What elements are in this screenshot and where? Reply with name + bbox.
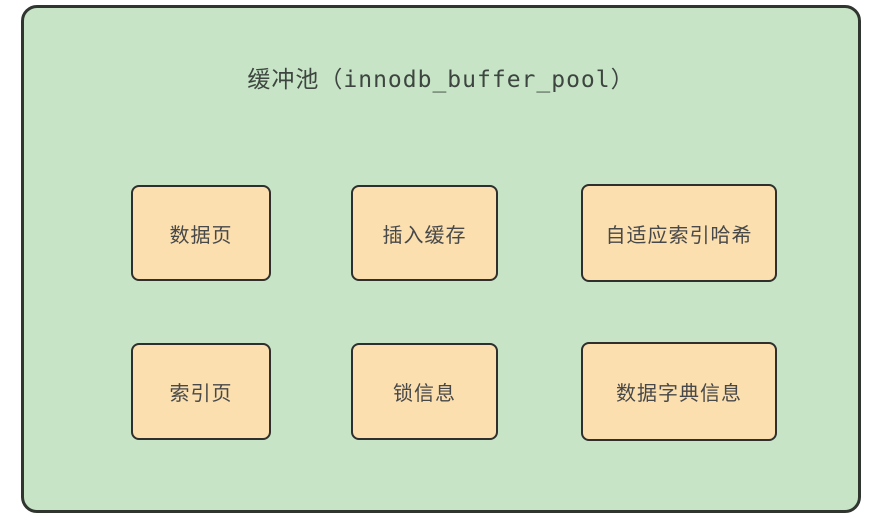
box-lock-info: 锁信息: [351, 343, 498, 440]
buffer-pool-container: 缓冲池（innodb_buffer_pool） 数据页 插入缓存 自适应索引哈希…: [21, 5, 861, 513]
box-index-page: 索引页: [131, 343, 271, 440]
box-data-dictionary-info: 数据字典信息: [581, 342, 777, 441]
buffer-pool-title: 缓冲池（innodb_buffer_pool）: [247, 67, 635, 93]
box-insert-buffer: 插入缓存: [351, 185, 498, 281]
box-adaptive-hash-index: 自适应索引哈希: [581, 184, 777, 282]
box-data-page: 数据页: [131, 185, 271, 281]
